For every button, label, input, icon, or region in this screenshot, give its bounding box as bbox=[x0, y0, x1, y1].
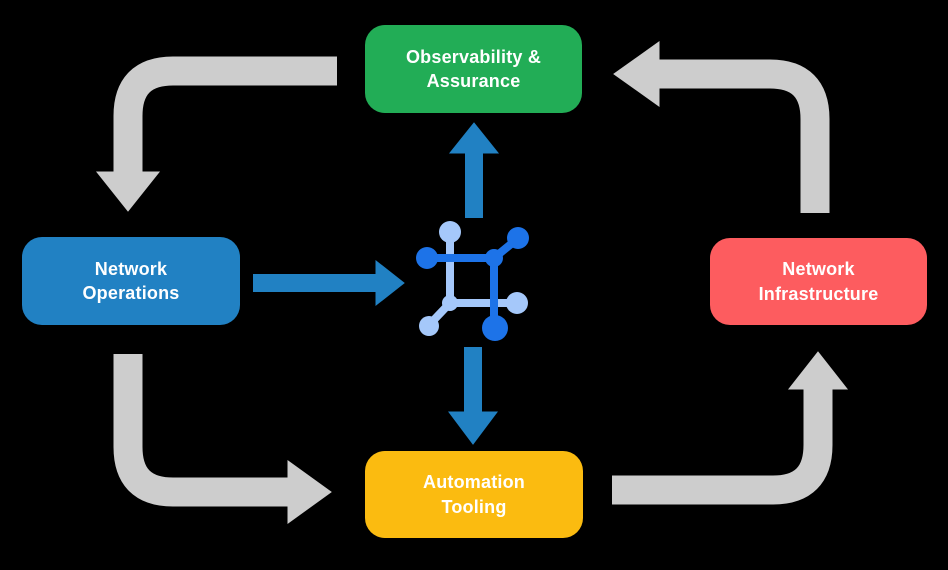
node-network-infrastructure: Network Infrastructure bbox=[710, 238, 927, 325]
node-network-operations: Network Operations bbox=[22, 237, 240, 325]
flow-arrow-operations-to-center bbox=[253, 259, 405, 307]
node-automation-tooling: Automation Tooling bbox=[365, 451, 583, 538]
node-observability-assurance-label: Observability & Assurance bbox=[405, 46, 542, 91]
node-observability-assurance: Observability & Assurance bbox=[365, 25, 582, 113]
node-network-operations-label: Network Operations bbox=[82, 258, 180, 303]
cycle-arrow-operations-to-automation bbox=[113, 354, 332, 524]
arrowhead-down-icon bbox=[95, 171, 161, 212]
arrowhead-right-icon bbox=[375, 259, 405, 307]
flow-arrow-center-to-automation bbox=[448, 347, 498, 445]
cycle-arrow-infrastructure-to-observability bbox=[613, 41, 830, 213]
cycle-arrow-automation-to-infrastructure bbox=[612, 351, 849, 505]
flow-arrow-center-to-observability bbox=[448, 122, 500, 218]
node-network-infrastructure-label: Network Infrastructure bbox=[758, 259, 879, 304]
arrowhead-down-icon bbox=[448, 411, 498, 445]
arrowhead-right-icon bbox=[287, 460, 332, 524]
arrowhead-up-icon bbox=[448, 122, 500, 154]
arrowhead-left-icon bbox=[613, 41, 660, 107]
network-automation-icon bbox=[416, 221, 529, 341]
node-automation-tooling-label: Automation Tooling bbox=[423, 472, 525, 517]
arrowhead-up-icon bbox=[787, 351, 849, 390]
cycle-arrow-observability-to-operations bbox=[95, 56, 337, 212]
